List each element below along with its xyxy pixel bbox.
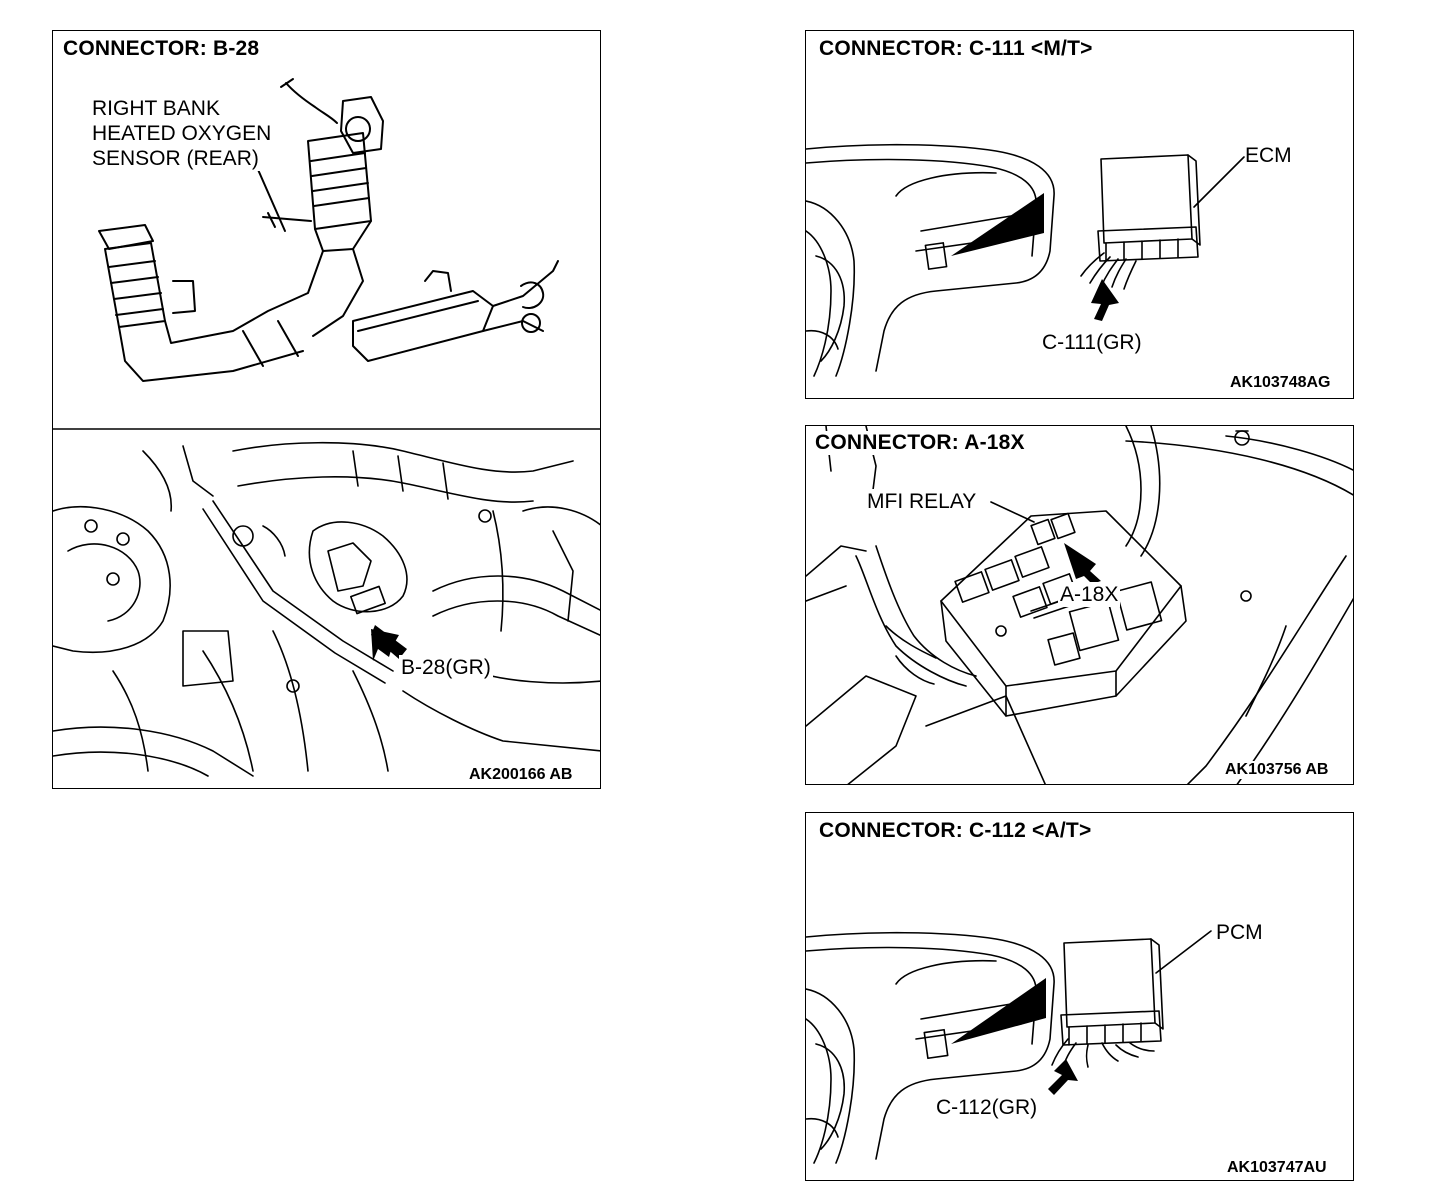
panel-title: CONNECTOR: A-18X xyxy=(813,431,1027,455)
a18x-arrow xyxy=(1064,543,1101,584)
pcm-module-illustration xyxy=(1051,938,1164,1072)
pcm-label: PCM xyxy=(1216,921,1263,944)
ecm-module-illustration xyxy=(1080,154,1201,290)
dashboard-illustration xyxy=(806,143,1055,377)
dashboard-illustration xyxy=(806,931,1055,1164)
ecm-leader-line xyxy=(1193,156,1245,208)
sensor-label-line-1: RIGHT BANK xyxy=(90,96,222,121)
figure-code: AK200166 AB xyxy=(467,766,575,784)
c112-connector-label: C-112(GR) xyxy=(936,1096,1038,1119)
c112-drawing xyxy=(806,930,1212,1164)
figure-code: AK103747AU xyxy=(1227,1159,1327,1176)
panel-connector-c112: CONNECTOR: C-112 <A/T> PCM C-112(GR) AK1… xyxy=(805,812,1354,1181)
c112-arrow xyxy=(1048,1059,1078,1095)
panel-title: CONNECTOR: B-28 xyxy=(61,37,262,61)
panel-title: CONNECTOR: C-111 <M/T> xyxy=(817,37,1095,61)
engine-bay-illustration xyxy=(53,428,600,777)
c111-connector-label: C-111(GR) xyxy=(1042,331,1142,354)
sensor-label-line-2: HEATED OXYGEN xyxy=(90,121,274,146)
figure-code: AK103756 AB xyxy=(1223,761,1331,779)
pcm-leader-line xyxy=(1155,930,1212,974)
location-pointer-wedge xyxy=(951,978,1046,1044)
panel-connector-a18x: CONNECTOR: A-18X MFI RELAY A-18X AK10375… xyxy=(805,425,1354,785)
a18x-connector-label: A-18X xyxy=(1058,582,1121,607)
b28-drawing xyxy=(53,78,600,777)
exhaust-assembly-illustration xyxy=(98,78,559,382)
b28-connector-label: B-28(GR) xyxy=(399,655,493,680)
c111-drawing xyxy=(806,143,1245,377)
sensor-label-line-3: SENSOR (REAR) xyxy=(90,146,261,171)
panel-title: CONNECTOR: C-112 <A/T> xyxy=(817,819,1094,843)
location-pointer-wedge xyxy=(951,193,1044,256)
mfi-relay-label: MFI RELAY xyxy=(865,489,979,514)
c111-arrow xyxy=(1091,279,1119,321)
sensor-leader-line xyxy=(255,164,286,232)
figure-code: AK103748AG xyxy=(1230,374,1331,391)
mfi-relay-leader-line xyxy=(990,501,1035,523)
panel-connector-b28: CONNECTOR: B-28 RIGHT BANK HEATED OXYGEN… xyxy=(52,30,601,789)
ecm-label: ECM xyxy=(1245,144,1292,167)
panel-connector-c111: CONNECTOR: C-111 <M/T> ECM C-111(GR) AK1… xyxy=(805,30,1354,399)
